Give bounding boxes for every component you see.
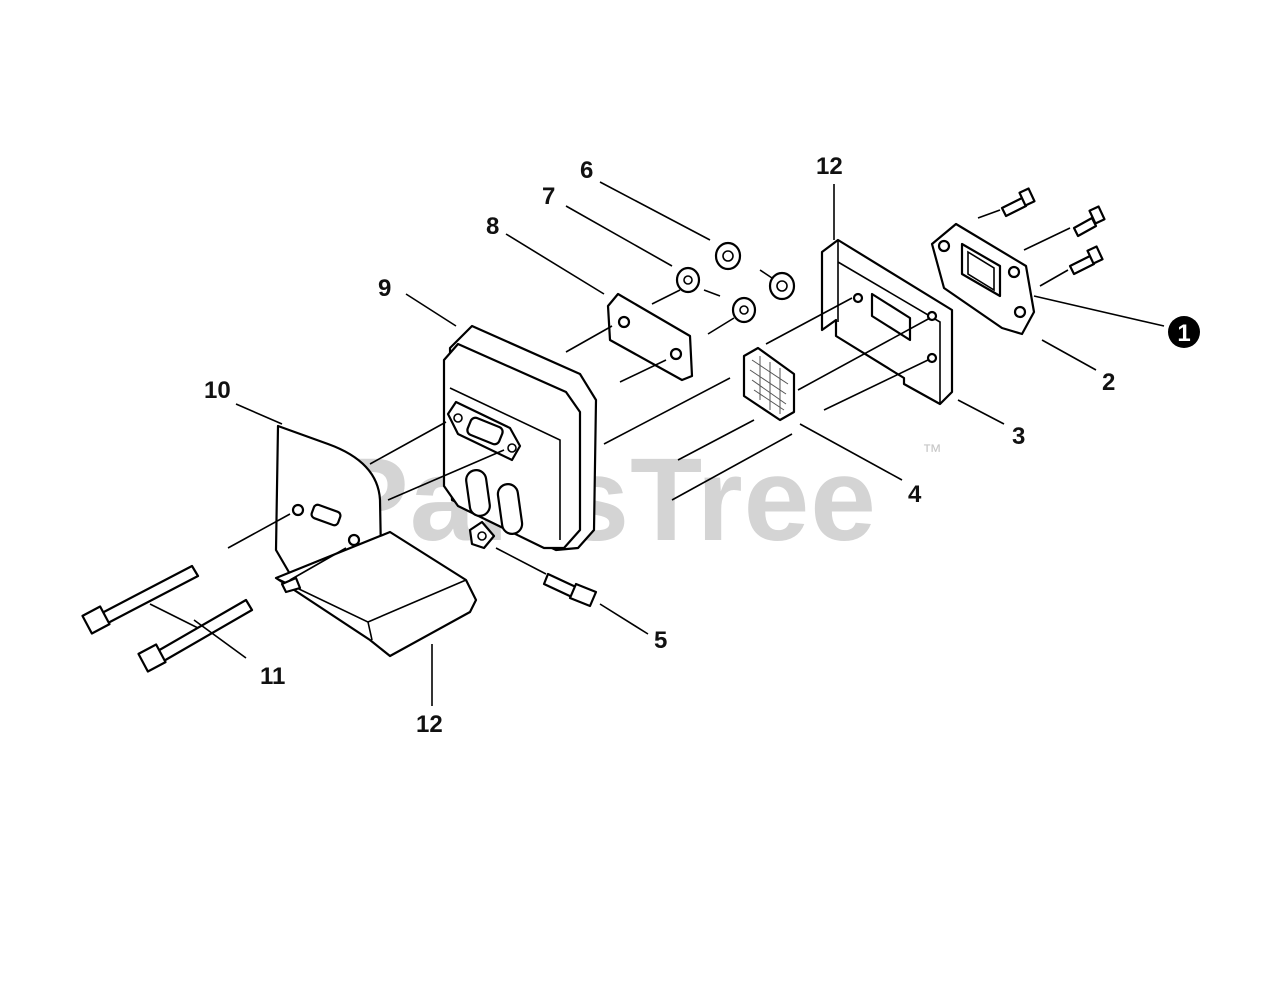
part-8-plate[interactable] [606, 292, 694, 382]
callout-2: 2 [1102, 369, 1115, 396]
long-bolt[interactable] [81, 564, 200, 635]
callout-4: 4 [908, 481, 922, 508]
callout-11: 11 [260, 663, 285, 690]
watermark: PartsTree ™ [330, 434, 942, 566]
callout-12-top: 12 [816, 153, 843, 180]
part-6-nut[interactable] [714, 241, 796, 301]
part-11-long-bolts[interactable] [81, 564, 254, 673]
part-9-muffler[interactable] [442, 324, 598, 552]
callout-9: 9 [378, 275, 391, 302]
part-1-bolts[interactable] [1000, 187, 1106, 276]
part-12-heat-shield[interactable] [274, 530, 478, 658]
callout-6: 6 [580, 157, 593, 184]
long-bolt[interactable] [137, 598, 254, 673]
marker-1-label: 1 [1177, 320, 1190, 347]
callout-3: 3 [1012, 423, 1025, 450]
callout-labels: 6 7 8 9 10 12 2 3 4 5 11 12 [204, 153, 1115, 738]
part-5-bolt[interactable] [542, 572, 598, 608]
callout-7: 7 [542, 183, 555, 210]
bolt[interactable] [1068, 245, 1104, 276]
callout-12-bottom: 12 [416, 711, 443, 738]
leader-lines [149, 181, 1165, 706]
part-4-spark-screen[interactable] [742, 346, 796, 422]
watermark-text: PartsTree [330, 434, 877, 566]
bolt[interactable] [1000, 187, 1036, 218]
part-7-washer[interactable] [675, 266, 757, 324]
watermark-trademark: ™ [922, 441, 942, 463]
part-12-bracket-top[interactable] [820, 238, 954, 406]
bolt[interactable] [1072, 205, 1106, 238]
part-2-flange-gasket[interactable] [930, 222, 1036, 336]
callout-5: 5 [654, 627, 667, 654]
callout-8: 8 [486, 213, 499, 240]
marker-1-badge[interactable]: 1 [1168, 316, 1200, 348]
callout-10: 10 [204, 377, 231, 404]
